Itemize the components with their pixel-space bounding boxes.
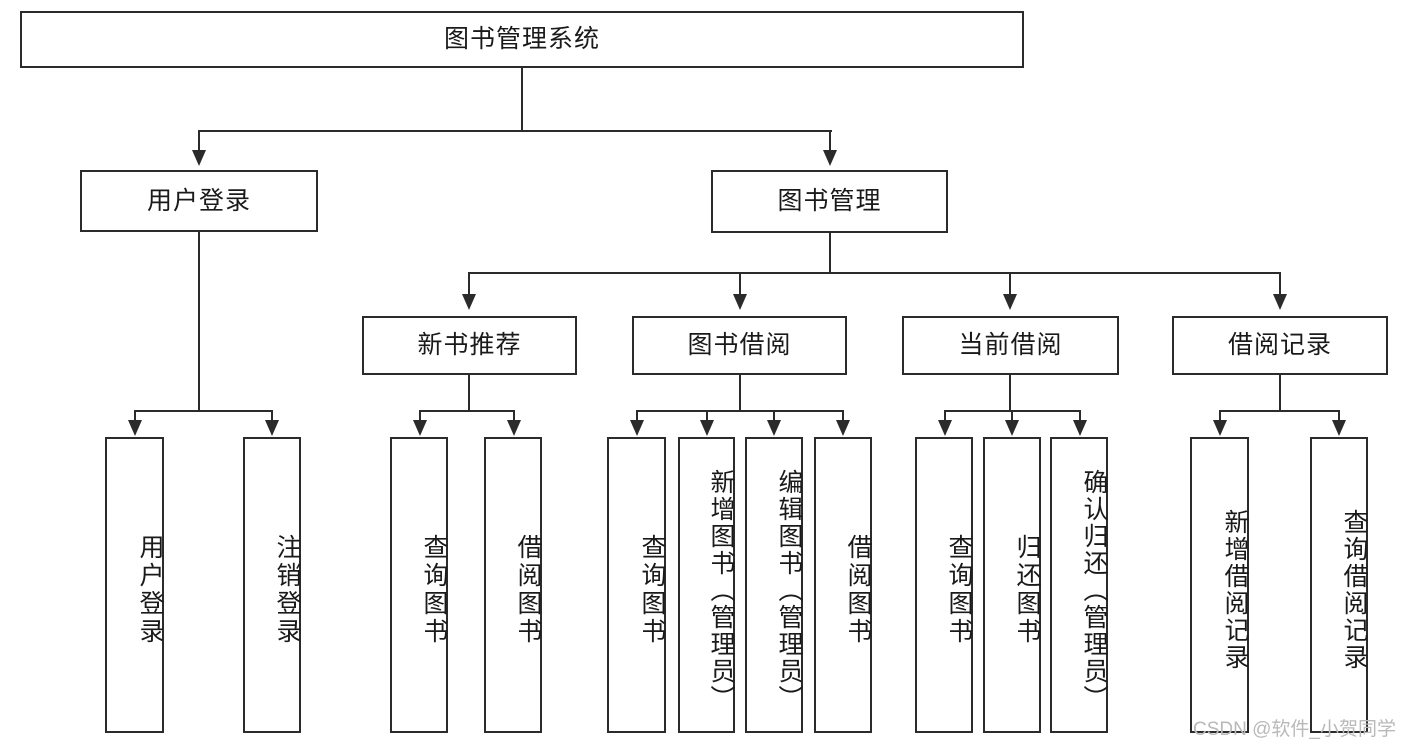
connector-book-mgmt-to-records (1279, 272, 1281, 296)
arrowhead-current-to-leaf-3 (1073, 420, 1087, 436)
leaf-query-book-borrow[interactable]: 查询图书 (607, 437, 666, 733)
connector-root-to-user-login (198, 130, 200, 153)
node-new-book-recommend[interactable]: 新书推荐 (362, 316, 577, 375)
arrowhead-book-mgmt-to-records (1273, 294, 1287, 310)
connector-current-to-leaf-1 (944, 410, 946, 422)
connector-current-to-leaf-2 (1011, 410, 1013, 422)
connector-records-stem (1279, 375, 1281, 412)
node-label: 图书借阅 (687, 331, 792, 359)
leaf-add-book-admin[interactable]: 新增图书（管理员） (678, 437, 735, 733)
connector-root-stem (521, 68, 523, 131)
node-label: 编辑图书（管理员） (775, 468, 803, 712)
node-label: 查询图书 (945, 534, 973, 646)
node-label: 借阅图书 (844, 534, 872, 646)
leaf-return-book[interactable]: 归还图书 (983, 437, 1041, 733)
node-current-borrow[interactable]: 当前借阅 (902, 316, 1119, 375)
leaf-borrow-book-borrow[interactable]: 借阅图书 (814, 437, 872, 733)
arrowhead-book-mgmt-to-borrow (733, 294, 747, 310)
arrowhead-borrow-to-leaf-4 (836, 420, 850, 436)
node-label: 图书管理 (777, 187, 882, 215)
node-label: 借阅记录 (1227, 331, 1332, 359)
connector-user-login-to-leaf-1 (134, 410, 136, 422)
connector-book-mgmt-to-borrow (739, 272, 741, 296)
node-user-login[interactable]: 用户登录 (80, 170, 318, 232)
connector-borrow-to-leaf-4 (842, 410, 844, 422)
connector-root-bus (198, 130, 832, 132)
leaf-query-borrow-record[interactable]: 查询借阅记录 (1310, 437, 1368, 733)
connector-newbook-to-leaf-1 (419, 410, 421, 422)
node-label: 借阅图书 (514, 534, 542, 646)
connector-book-mgmt-stem (829, 233, 831, 273)
node-label: 查询图书 (638, 534, 666, 646)
leaf-user-login[interactable]: 用户登录 (105, 437, 164, 733)
arrowhead-user-login-to-leaf-1 (128, 420, 142, 436)
arrowhead-book-mgmt-to-newbook (462, 294, 476, 310)
connector-records-to-leaf-1 (1219, 410, 1221, 422)
node-borrow-records[interactable]: 借阅记录 (1172, 316, 1388, 375)
connector-borrow-bus (636, 410, 844, 412)
leaf-logout-login[interactable]: 注销登录 (243, 437, 301, 733)
node-label: 确认归还（管理员） (1080, 468, 1108, 712)
leaf-add-borrow-record[interactable]: 新增借阅记录 (1190, 437, 1249, 733)
leaf-borrow-book-newbook[interactable]: 借阅图书 (484, 437, 542, 733)
connector-records-to-leaf-2 (1338, 410, 1340, 422)
node-label: 查询借阅记录 (1340, 509, 1368, 671)
node-label: 新增图书（管理员） (707, 468, 735, 712)
arrowhead-root-to-book-mgmt (823, 150, 837, 166)
arrowhead-borrow-to-leaf-2 (700, 420, 714, 436)
connector-borrow-to-leaf-3 (773, 410, 775, 422)
connector-user-login-to-leaf-2 (271, 410, 273, 422)
node-book-borrow[interactable]: 图书借阅 (632, 316, 847, 375)
connector-current-to-leaf-3 (1079, 410, 1081, 422)
connector-user-login-stem (198, 232, 200, 412)
arrowhead-user-login-to-leaf-2 (265, 420, 279, 436)
connector-newbook-to-leaf-2 (513, 410, 515, 422)
connector-book-mgmt-to-current (1009, 272, 1011, 296)
connector-borrow-stem (739, 375, 741, 412)
arrowhead-newbook-to-leaf-1 (413, 420, 427, 436)
node-label: 图书管理系统 (443, 25, 600, 53)
arrowhead-records-to-leaf-1 (1213, 420, 1227, 436)
node-label: 注销登录 (273, 534, 301, 646)
arrowhead-newbook-to-leaf-2 (507, 420, 521, 436)
arrowhead-book-mgmt-to-current (1003, 294, 1017, 310)
connector-current-stem (1009, 375, 1011, 412)
leaf-confirm-return-admin[interactable]: 确认归还（管理员） (1050, 437, 1108, 733)
node-label: 新书推荐 (417, 331, 522, 359)
node-label: 用户登录 (136, 534, 164, 646)
connector-root-to-book-mgmt (829, 130, 831, 153)
arrowhead-current-to-leaf-2 (1005, 420, 1019, 436)
arrowhead-current-to-leaf-1 (938, 420, 952, 436)
connector-newbook-stem (468, 375, 470, 412)
node-label: 当前借阅 (958, 331, 1063, 359)
arrowhead-root-to-user-login (192, 150, 206, 166)
node-root-system[interactable]: 图书管理系统 (20, 11, 1024, 68)
node-label: 查询图书 (420, 534, 448, 646)
connector-user-login-bus (134, 410, 273, 412)
node-label: 归还图书 (1013, 534, 1041, 646)
connector-book-mgmt-bus (468, 272, 1280, 274)
connector-records-bus (1219, 410, 1340, 412)
connector-borrow-to-leaf-2 (706, 410, 708, 422)
node-label: 新增借阅记录 (1221, 509, 1249, 671)
leaf-query-book-newbook[interactable]: 查询图书 (390, 437, 448, 733)
connector-newbook-bus (419, 410, 514, 412)
leaf-edit-book-admin[interactable]: 编辑图书（管理员） (745, 437, 803, 733)
node-label: 用户登录 (146, 186, 251, 215)
arrowhead-borrow-to-leaf-3 (767, 420, 781, 436)
connector-borrow-to-leaf-1 (636, 410, 638, 422)
csdn-watermark: CSDN @软件_小贺同学 (1193, 719, 1396, 740)
arrowhead-borrow-to-leaf-1 (630, 420, 644, 436)
leaf-query-book-current[interactable]: 查询图书 (915, 437, 973, 733)
connector-book-mgmt-to-newbook (468, 272, 470, 296)
node-book-management[interactable]: 图书管理 (711, 170, 948, 233)
arrowhead-records-to-leaf-2 (1332, 420, 1346, 436)
